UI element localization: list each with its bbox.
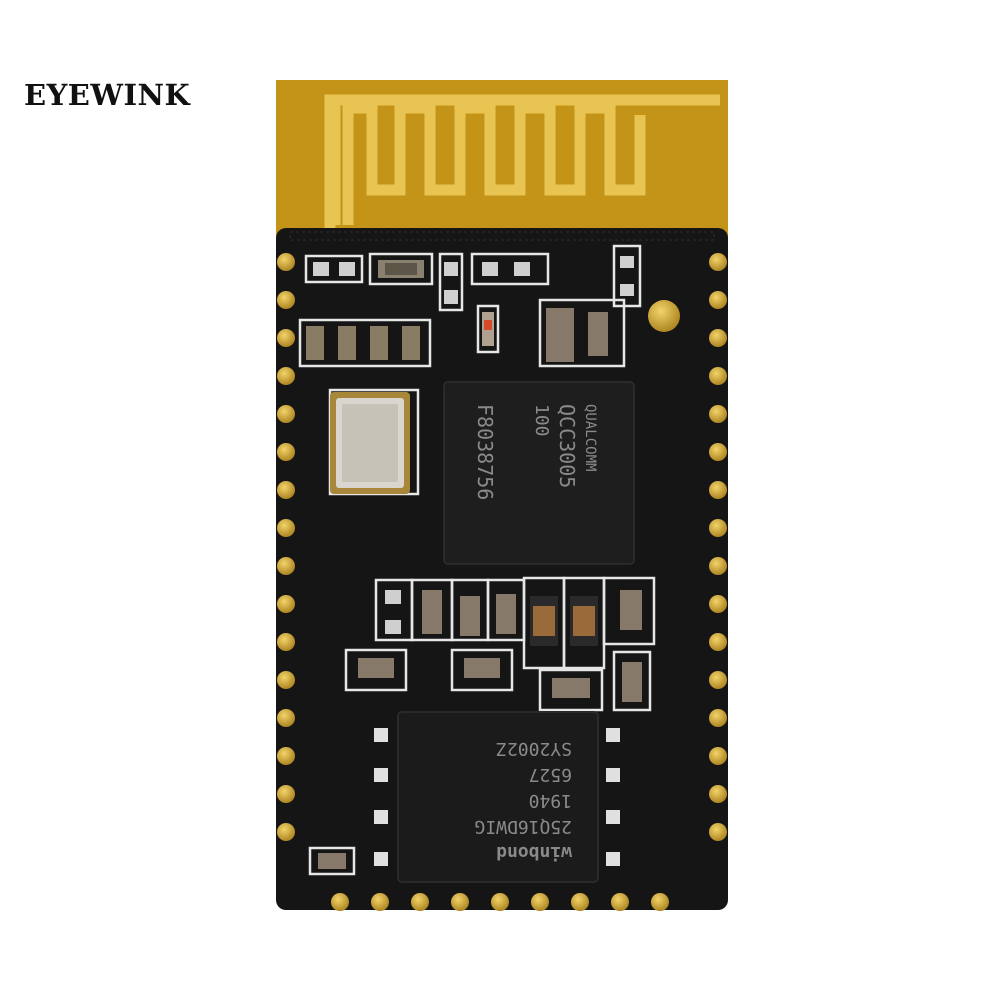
smd-components-top xyxy=(306,256,634,362)
right-pads xyxy=(709,253,727,841)
smd-components-middle xyxy=(358,590,642,702)
svg-text:SY2002Z: SY2002Z xyxy=(496,738,572,759)
svg-text:25Q16DWIG: 25Q16DWIG xyxy=(474,816,572,837)
svg-text:6527: 6527 xyxy=(529,764,572,785)
flash-pins xyxy=(374,728,620,866)
main-soc-chip: QUALCOMM QCC3005 100 F8038756 xyxy=(443,381,635,565)
test-point-icon xyxy=(648,300,680,332)
via-row xyxy=(289,231,715,241)
svg-text:100: 100 xyxy=(531,404,552,437)
silkscreen-middle xyxy=(344,576,656,712)
left-pads xyxy=(277,253,295,841)
svg-text:QCC3005: QCC3005 xyxy=(555,404,579,488)
svg-text:1940: 1940 xyxy=(529,790,572,811)
antenna-trace-icon xyxy=(324,94,720,228)
bottom-pads xyxy=(331,893,669,911)
brand-watermark: EYEWINK xyxy=(24,78,191,112)
svg-text:F8038756: F8038756 xyxy=(473,404,497,500)
flash-memory-chip: winbond 25Q16DWIG 1940 6527 SY2002Z xyxy=(397,711,599,883)
crystal-oscillator xyxy=(330,392,410,494)
svg-text:QUALCOMM: QUALCOMM xyxy=(582,404,598,471)
svg-text:winbond: winbond xyxy=(496,842,572,863)
